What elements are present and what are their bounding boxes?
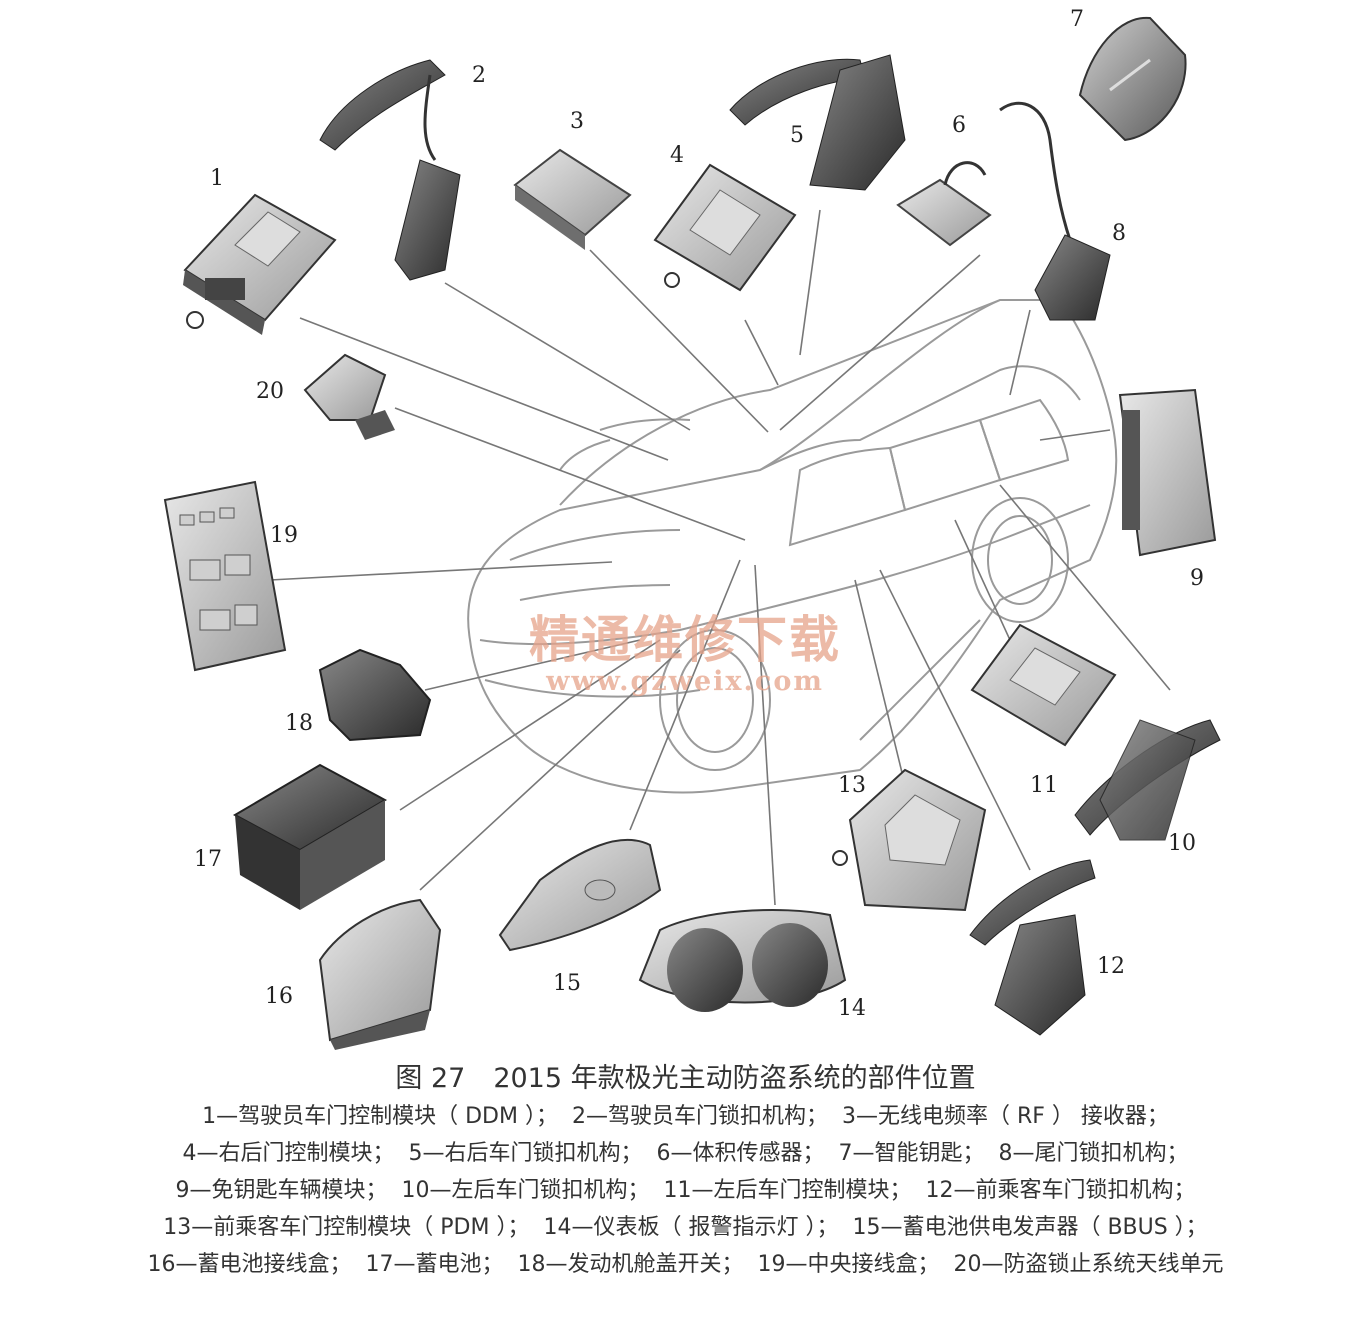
legend-item: 8—尾门锁扣机构； [998, 1141, 1189, 1166]
legend-item: 6—体积传感器； [656, 1141, 825, 1166]
callout-14: 14 [838, 996, 866, 1021]
callout-10: 10 [1168, 831, 1196, 856]
figure-title: 2015 年款极光主动防盗系统的部件位置 [493, 1063, 976, 1094]
legend-item: 17—蓄电池； [365, 1252, 504, 1277]
smart-key [1078, 16, 1187, 142]
figure-number: 图 27 [395, 1063, 466, 1094]
figure-legend: 1—驾驶员车门控制模块（ DDM ）； 2—驾驶员车门锁扣机构； 3—无线电频率（ … [20, 1098, 1351, 1283]
legend-item: 11—左后车门控制模块； [663, 1178, 912, 1203]
legend-line: 1—驾驶员车门控制模块（ DDM ）； 2—驾驶员车门锁扣机构； 3—无线电频率（ … [20, 1098, 1351, 1135]
front-passenger-door-latch [969, 859, 1096, 1036]
callout-1: 1 [210, 166, 224, 191]
callout-15: 15 [553, 971, 581, 996]
callout-3: 3 [570, 109, 584, 134]
central-junction-box [163, 480, 287, 672]
callout-8: 8 [1112, 221, 1126, 246]
legend-line: 9—免钥匙车辆模块； 10—左后车门锁扣机构； 11—左后车门控制模块； 12—前乘客… [20, 1172, 1351, 1209]
legend-line: 13—前乘客车门控制模块（ PDM ）； 14—仪表板（ 报警指示灯 ）； 15—蓄… [20, 1209, 1351, 1246]
legend-item: 20—防盗锁止系统天线单元 [953, 1252, 1224, 1277]
callout-5: 5 [790, 123, 804, 148]
legend-item: 4—右后门控制模块； [182, 1141, 395, 1166]
legend-item: 7—智能钥匙； [838, 1141, 985, 1166]
battery [232, 763, 388, 910]
callout-13: 13 [838, 773, 866, 798]
legend-item: 9—免钥匙车辆模块； [175, 1178, 388, 1203]
callout-16: 16 [265, 984, 293, 1009]
legend-item: 10—左后车门锁扣机构； [401, 1178, 650, 1203]
legend-item: 1—驾驶员车门控制模块（ DDM ）； [202, 1104, 558, 1129]
component-location-diagram: 1 2 3 4 5 6 7 8 9 10 11 12 13 14 15 16 1… [163, 7, 1221, 1050]
legend-item: 16—蓄电池接线盒； [147, 1252, 352, 1277]
callout-17: 17 [194, 847, 222, 872]
callout-20: 20 [256, 379, 284, 404]
callout-11: 11 [1030, 773, 1058, 798]
driver-door-latch [319, 59, 461, 281]
legend-item: 13—前乘客车门控制模块（ PDM ）； [163, 1215, 530, 1240]
callout-7: 7 [1070, 7, 1084, 32]
left-rear-door-control-module [970, 623, 1117, 747]
callout-numbers: 1 2 3 4 5 6 7 8 9 10 11 12 13 14 15 16 1… [194, 7, 1204, 1021]
callout-9: 9 [1190, 566, 1204, 591]
right-rear-door-latch [729, 54, 906, 191]
leader-lines [269, 209, 1171, 906]
bonnet-switch [318, 648, 432, 742]
callout-2: 2 [472, 63, 486, 88]
callout-19: 19 [270, 523, 298, 548]
battery-backed-sounder [498, 838, 662, 952]
legend-item: 14—仪表板（ 报警指示灯 ）； [543, 1215, 839, 1240]
legend-item: 12—前乘客车门锁扣机构； [925, 1178, 1196, 1203]
legend-item: 15—蓄电池供电发声器（ BBUS ）； [852, 1215, 1208, 1240]
instrument-cluster [638, 909, 847, 1012]
legend-line: 16—蓄电池接线盒； 17—蓄电池； 18—发动机舱盖开关； 19—中央接线盒； 20—… [20, 1246, 1351, 1283]
callout-18: 18 [285, 711, 313, 736]
callout-6: 6 [952, 113, 966, 138]
legend-line: 4—右后门控制模块； 5—右后车门锁扣机构； 6—体积传感器； 7—智能钥匙； 8—尾门… [20, 1135, 1351, 1172]
driver-door-control-module [183, 193, 337, 335]
rf-receiver [513, 148, 632, 250]
front-passenger-door-control-module [832, 768, 987, 912]
immobiliser-antenna-unit [303, 353, 395, 440]
legend-item: 2—驾驶员车门锁扣机构； [571, 1104, 828, 1129]
callout-12: 12 [1097, 954, 1125, 979]
volumetric-sensor [896, 161, 992, 247]
right-rear-door-control-module [653, 163, 797, 292]
legend-item: 19—中央接线盒； [757, 1252, 940, 1277]
battery-junction-box [318, 898, 442, 1050]
legend-item: 5—右后车门锁扣机构； [408, 1141, 643, 1166]
legend-item: 18—发动机舱盖开关； [517, 1252, 744, 1277]
left-rear-door-latch [1074, 719, 1221, 841]
figure-caption: 图 27 2015 年款极光主动防盗系统的部件位置 [0, 1056, 1371, 1095]
legend-item: 3—无线电频率（ RF ） 接收器； [841, 1104, 1169, 1129]
callout-4: 4 [670, 143, 684, 168]
keyless-vehicle-module [1118, 388, 1217, 557]
tailgate-latch [999, 101, 1111, 321]
